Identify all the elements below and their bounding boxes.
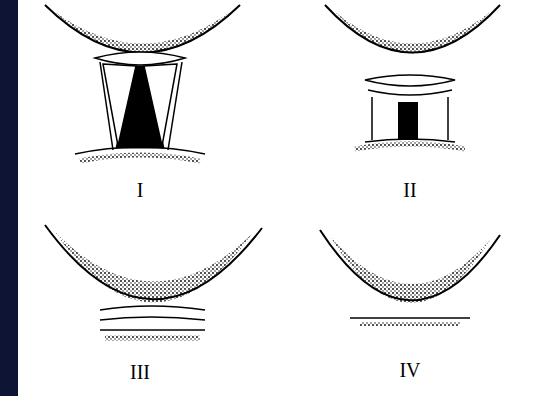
side-strip [0, 0, 18, 396]
figure-number: IV [399, 360, 420, 380]
figure-number: III [130, 362, 150, 382]
larynx-view-4 [320, 230, 500, 324]
figure-number: II [403, 180, 416, 200]
larynx-view-1 [45, 5, 240, 161]
larynx-view-2 [325, 5, 500, 149]
figure-number: I [137, 180, 144, 200]
larynx-view-3 [45, 225, 262, 338]
